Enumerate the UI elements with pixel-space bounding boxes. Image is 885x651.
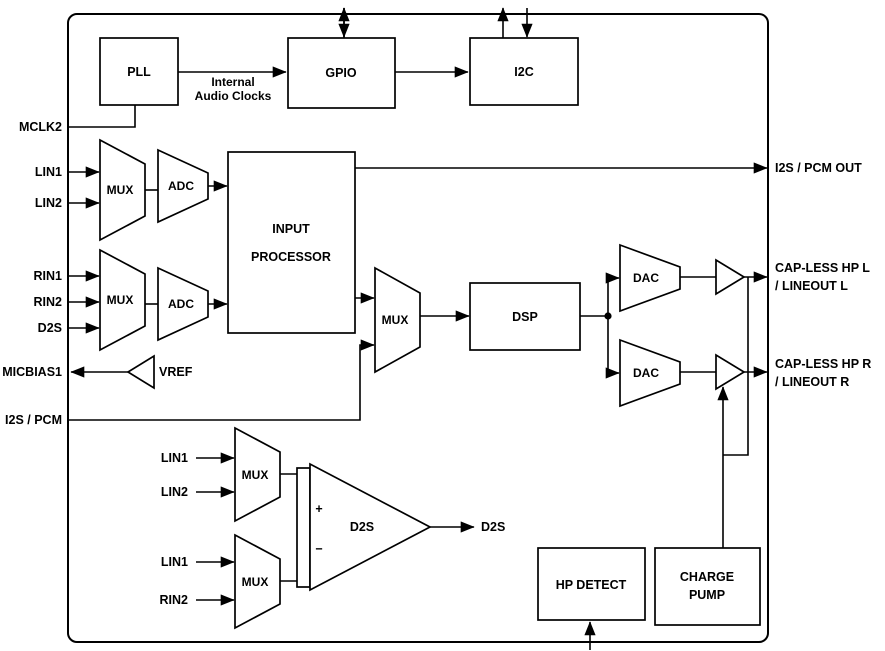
pin-capless-hp-r-2: / LINEOUT R (775, 375, 849, 389)
mux1-label: MUX (107, 183, 134, 197)
pin-capless-hp-r-1: CAP-LESS HP R (775, 357, 871, 371)
pll-label: PLL (127, 65, 151, 79)
hp-detect-label: HP DETECT (556, 578, 627, 592)
wire-junction-dacr (605, 316, 620, 379)
pin-lin2: LIN2 (35, 196, 62, 210)
d2s-in-lin2: LIN2 (161, 485, 188, 499)
charge-pump-box (654, 547, 761, 626)
hp-detect-box (537, 547, 646, 621)
adc1-label: ADC (168, 179, 194, 193)
pin-lin1: LIN1 (35, 165, 62, 179)
vref-buffer-triangle (126, 354, 155, 390)
internal-clocks-label-2: Audio Clocks (195, 89, 272, 103)
d2s-in-lin1-top: LIN1 (161, 451, 188, 465)
hp-amp-left-triangle (715, 258, 746, 296)
d2s-plus-sign: + (315, 502, 322, 516)
pin-mclk2: MCLK2 (19, 120, 62, 134)
adc2-label: ADC (168, 297, 194, 311)
wire-i2spcm-mux3 (68, 339, 375, 421)
pin-capless-hp-l-1: CAP-LESS HP L (775, 261, 870, 275)
wire-chargepump-ampl (723, 277, 749, 456)
internal-clocks-label-1: Internal (211, 75, 254, 89)
input-processor-label-2: PROCESSOR (251, 250, 331, 264)
dac-right-shape (619, 338, 681, 408)
charge-pump-label-1: CHARGE (680, 570, 734, 584)
charge-pump-label-2: PUMP (689, 588, 725, 602)
mux2-shape (99, 248, 146, 352)
d2s-in-lin1-bottom: LIN1 (161, 555, 188, 569)
mux4-shape (234, 426, 281, 523)
dac-left-shape (619, 243, 681, 313)
d2s-in-rin2: RIN2 (160, 593, 189, 607)
blocks (99, 37, 761, 630)
gpio-box (287, 37, 396, 109)
junction-dot (604, 312, 612, 320)
dac-right-label: DAC (633, 366, 659, 380)
mux5-shape (234, 533, 281, 630)
pin-rin2: RIN2 (34, 295, 63, 309)
input-processor-box (227, 151, 356, 334)
mux5-label: MUX (242, 575, 269, 589)
hp-amp-right-triangle (715, 353, 746, 391)
i2c-label: I2C (514, 65, 533, 79)
d2s-amp-label: D2S (350, 520, 374, 534)
d2s-amp-triangle (309, 462, 432, 592)
i2c-box (469, 37, 579, 106)
vref-label: VREF (159, 365, 193, 379)
adc1-shape (157, 148, 209, 224)
d2s-minus-sign: − (315, 542, 322, 556)
wires (68, 7, 768, 650)
pin-rin1: RIN1 (34, 269, 63, 283)
labels: PLL GPIO I2C Internal Audio Clocks MCLK2… (2, 65, 871, 607)
mux3-shape (374, 266, 421, 374)
pll-box (99, 37, 179, 106)
d2s-output-label: D2S (481, 520, 505, 534)
dsp-label: DSP (512, 310, 538, 324)
pin-capless-hp-l-2: / LINEOUT L (775, 279, 848, 293)
mux1-shape (99, 138, 146, 242)
d2s-input-stage (296, 467, 311, 588)
input-processor-label-1: INPUT (272, 222, 310, 236)
mux3-label: MUX (382, 313, 409, 327)
dac-left-label: DAC (633, 271, 659, 285)
pin-i2s-pcm-out: I2S / PCM OUT (775, 161, 862, 175)
wire-mclk2-pll (68, 105, 136, 128)
mux4-label: MUX (242, 468, 269, 482)
adc2-shape (157, 266, 209, 342)
wire-junction-dacl (605, 272, 620, 316)
pin-i2s-pcm: I2S / PCM (5, 413, 62, 427)
dsp-box (469, 282, 581, 351)
pin-d2s: D2S (38, 321, 62, 335)
pin-micbias1: MICBIAS1 (2, 365, 62, 379)
mux2-label: MUX (107, 293, 134, 307)
gpio-label: GPIO (325, 66, 357, 80)
